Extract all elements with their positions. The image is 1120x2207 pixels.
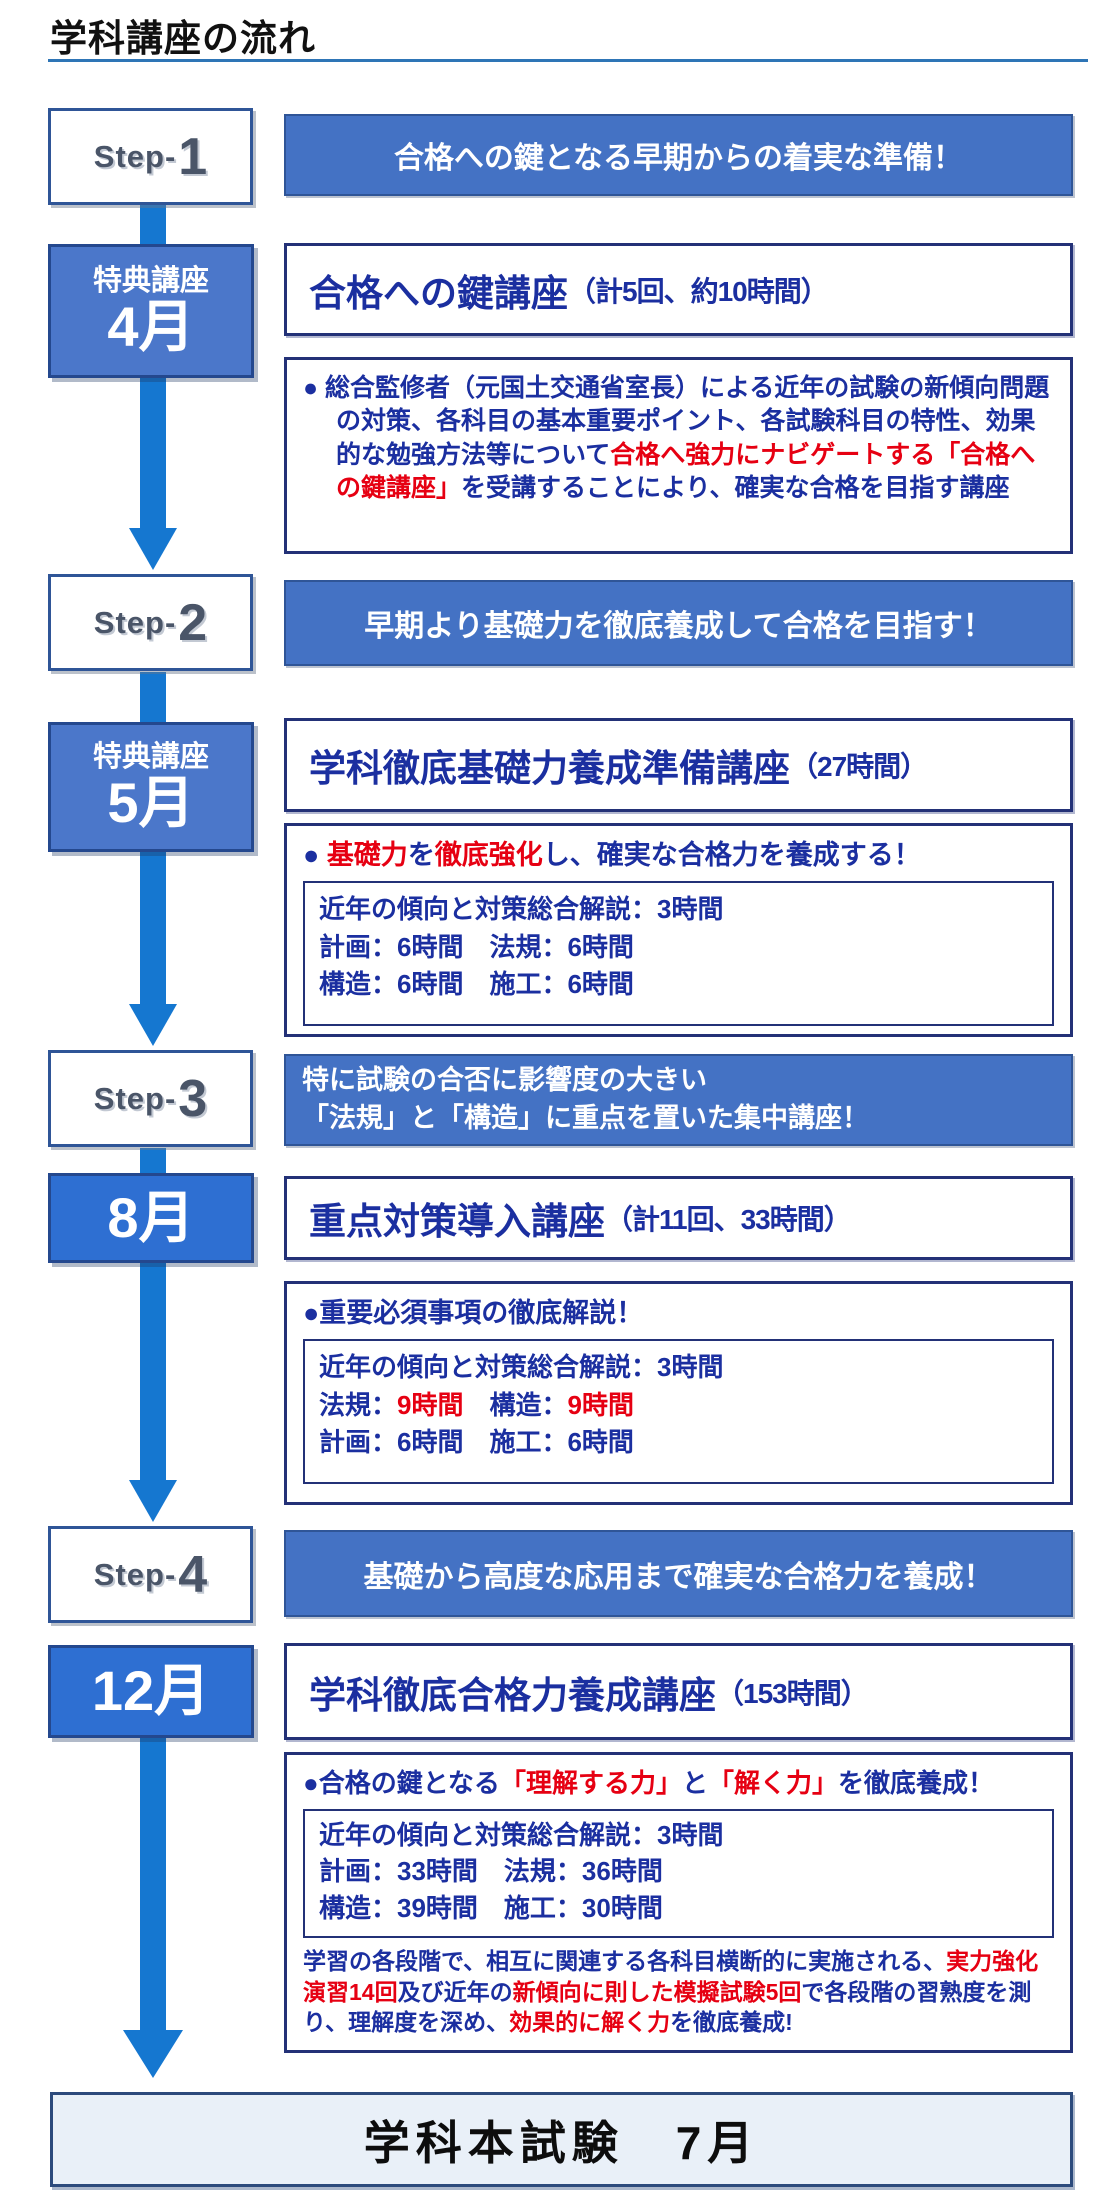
course-heading-step-4-sub: （153時間） — [716, 1677, 869, 1709]
arrow-down-icon — [123, 2030, 183, 2078]
course-heading-step-3: 重点対策導入講座（計11回、33時間） — [284, 1176, 1073, 1260]
step-1-box: Step-1 — [48, 108, 253, 205]
flow-line-segment — [140, 378, 166, 532]
hours-line: 近年の傾向と対策総合解説：3時間 — [319, 894, 724, 925]
hours-line: 近年の傾向と対策総合解説：3時間 — [319, 1819, 724, 1850]
course-description-step-4: ●合格の鍵となる「理解する力」と「解く力」を徹底養成！ 近年の傾向と対策総合解説… — [284, 1752, 1073, 2053]
arrow-down-icon — [129, 1004, 177, 1046]
flow-line-segment — [140, 1263, 166, 1482]
course-description-step-4-paragraph: 学習の各段階で、相互に関連する各科目横断的に実施される、実力強化演習14回及び近… — [303, 1947, 1039, 2036]
hours-line: 計画：33時間 法規：36時間 — [319, 1856, 663, 1887]
banner-step-2: 早期より基礎力を徹底養成して合格を目指す！ — [284, 580, 1073, 666]
step-4-number: 4 — [178, 1545, 208, 1604]
course-description-step-2: ● 基礎力を徹底強化し、確実な合格力を養成する！ 近年の傾向と対策総合解説：3時… — [284, 823, 1073, 1037]
course-description-step-1: ● 総合監修者（元国土交通省室長）による近年の試験の新傾向問題の対策、各科目の基… — [284, 357, 1073, 554]
arrow-down-icon — [129, 1480, 177, 1522]
course-heading-step-3-main: 重点対策導入講座 — [309, 1201, 605, 1242]
month-box-april-label: 特典講座 — [92, 264, 209, 297]
course-heading-step-2: 学科徹底基礎力養成準備講座（27時間） — [284, 718, 1073, 812]
arrow-down-icon — [129, 528, 177, 570]
course-description-step-2-bullet: ● 基礎力を徹底強化し、確実な合格力を養成する！ — [303, 840, 921, 870]
flow-line-segment — [140, 1738, 166, 2032]
hours-box-step-4: 近年の傾向と対策総合解説：3時間 計画：33時間 法規：36時間 構造：39時間… — [303, 1808, 1054, 1938]
final-exam-label: 学科本試験 7月 — [363, 2116, 760, 2169]
course-heading-step-1: 合格への鍵講座（計5回、約10時間） — [284, 243, 1073, 336]
course-description-step-3-bullet: ●重要必須事項の徹底解説！ — [303, 1298, 644, 1328]
step-2-number: 2 — [178, 593, 208, 652]
course-heading-step-4-main: 学科徹底合格力養成講座 — [309, 1674, 716, 1716]
step-4-label: Step- — [93, 1556, 177, 1592]
course-heading-step-1-sub: （計5回、約10時間） — [568, 275, 829, 307]
step-2-box: Step-2 — [48, 574, 253, 671]
step-4-box: Step-4 — [48, 1526, 253, 1623]
banner-step-3-line-1: 特に試験の合否に影響度の大きい — [302, 1065, 707, 1096]
banner-step-4: 基礎から高度な応用まで確実な合格力を養成！ — [284, 1530, 1073, 1617]
hours-line: 法規：9時間 構造：9時間 — [319, 1389, 634, 1420]
step-3-number: 3 — [178, 1069, 208, 1128]
hours-line: 計画：6時間 施工：6時間 — [319, 1427, 634, 1458]
month-box-april-month: 4月 — [107, 295, 195, 359]
course-heading-step-2-sub: （27時間） — [790, 751, 928, 782]
flow-line-segment — [140, 852, 166, 1006]
hours-line: 構造：39時間 施工：30時間 — [319, 1892, 663, 1923]
course-heading-step-4: 学科徹底合格力養成講座（153時間） — [284, 1643, 1073, 1740]
month-box-april: 特典講座 4月 — [48, 244, 254, 378]
title-underline — [48, 59, 1088, 62]
step-2-label: Step- — [93, 604, 177, 640]
month-box-may: 特典講座 5月 — [48, 722, 254, 852]
course-description-step-3: ●重要必須事項の徹底解説！ 近年の傾向と対策総合解説：3時間 法規：9時間 構造… — [284, 1281, 1073, 1505]
step-1-label: Step- — [93, 138, 177, 174]
banner-step-3-line-2: 「法規」と「構造」に重点を置いた集中講座！ — [302, 1103, 869, 1133]
flow-line-segment — [140, 672, 166, 730]
month-box-may-label: 特典講座 — [92, 740, 209, 773]
banner-step-2-text: 早期より基礎力を徹底養成して合格を目指す！ — [364, 610, 993, 643]
course-heading-step-3-sub: （計11回、33時間） — [605, 1204, 852, 1235]
month-box-august-month: 8月 — [107, 1185, 195, 1249]
flow-line-segment — [140, 200, 166, 252]
hours-line: 近年の傾向と対策総合解説：3時間 — [319, 1352, 724, 1383]
final-exam-box: 学科本試験 7月 — [50, 2092, 1073, 2187]
banner-step-1: 合格への鍵となる早期からの着実な準備！ — [284, 114, 1073, 196]
hours-box-step-2: 近年の傾向と対策総合解説：3時間 計画：6時間 法規：6時間 構造：6時間 施工… — [303, 881, 1054, 1027]
step-1-number: 1 — [178, 127, 208, 186]
hours-line: 構造：6時間 施工：6時間 — [319, 969, 634, 1000]
step-3-box: Step-3 — [48, 1050, 253, 1147]
page-title: 学科講座の流れ — [50, 18, 316, 59]
month-box-august: 8月 — [48, 1173, 254, 1263]
course-heading-step-2-main: 学科徹底基礎力養成準備講座 — [309, 748, 790, 789]
step-3-label: Step- — [93, 1080, 177, 1116]
hours-box-step-3: 近年の傾向と対策総合解説：3時間 法規：9時間 構造：9時間 計画：6時間 施工… — [303, 1339, 1054, 1485]
course-heading-step-1-main: 合格への鍵講座 — [309, 272, 568, 314]
course-description-step-4-bullet: ●合格の鍵となる「理解する力」と「解く力」を徹底養成！ — [303, 1768, 994, 1798]
banner-step-3: 特に試験の合否に影響度の大きい 「法規」と「構造」に重点を置いた集中講座！ — [284, 1054, 1073, 1146]
course-description-step-1-text: ● 総合監修者（元国土交通省室長）による近年の試験の新傾向問題の対策、各科目の基… — [303, 374, 1050, 502]
month-box-december-month: 12月 — [91, 1659, 211, 1723]
month-box-may-month: 5月 — [107, 771, 195, 835]
month-box-december: 12月 — [48, 1645, 254, 1738]
hours-line: 計画：6時間 法規：6時間 — [319, 931, 634, 962]
banner-step-4-text: 基礎から高度な応用まで確実な合格力を養成！ — [363, 1560, 994, 1594]
banner-step-1-text: 合格への鍵となる早期からの着実な準備！ — [393, 142, 964, 175]
